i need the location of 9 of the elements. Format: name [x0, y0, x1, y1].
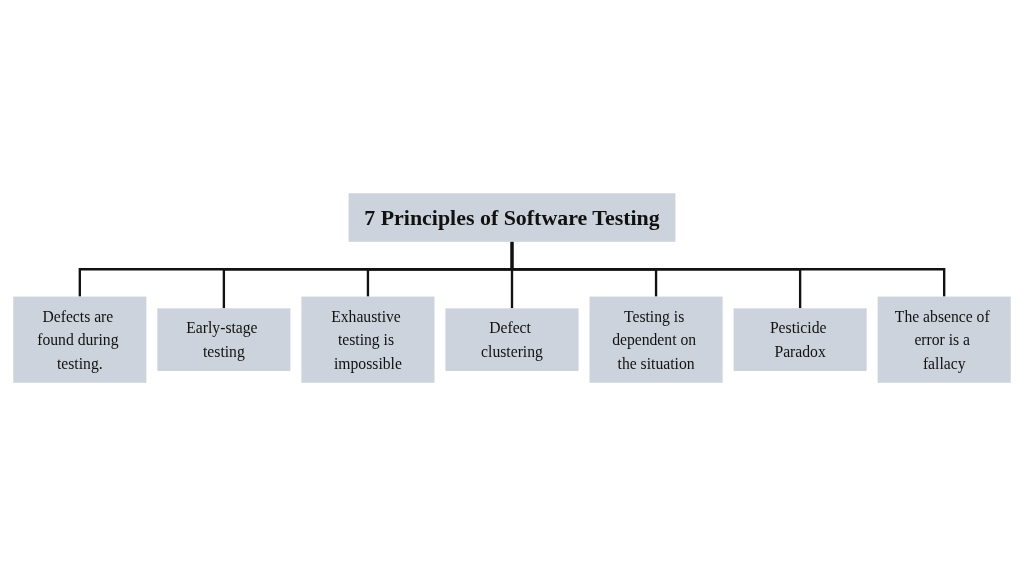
node-box: Early-stage testing: [157, 308, 291, 371]
node-box: Testing is dependent on the situation: [589, 296, 723, 383]
node-box: Defects are found during testing.: [13, 296, 147, 383]
connector: [510, 241, 946, 297]
node-box: The absence of error is a fallacy: [877, 296, 1011, 383]
node-box: Exhaustive testing is impossible: [301, 296, 435, 383]
node-box: Defect clustering: [445, 308, 579, 371]
node-box: 7 Principles of Software Testing: [348, 193, 676, 242]
node-box: Pesticide Paradox: [733, 308, 867, 371]
